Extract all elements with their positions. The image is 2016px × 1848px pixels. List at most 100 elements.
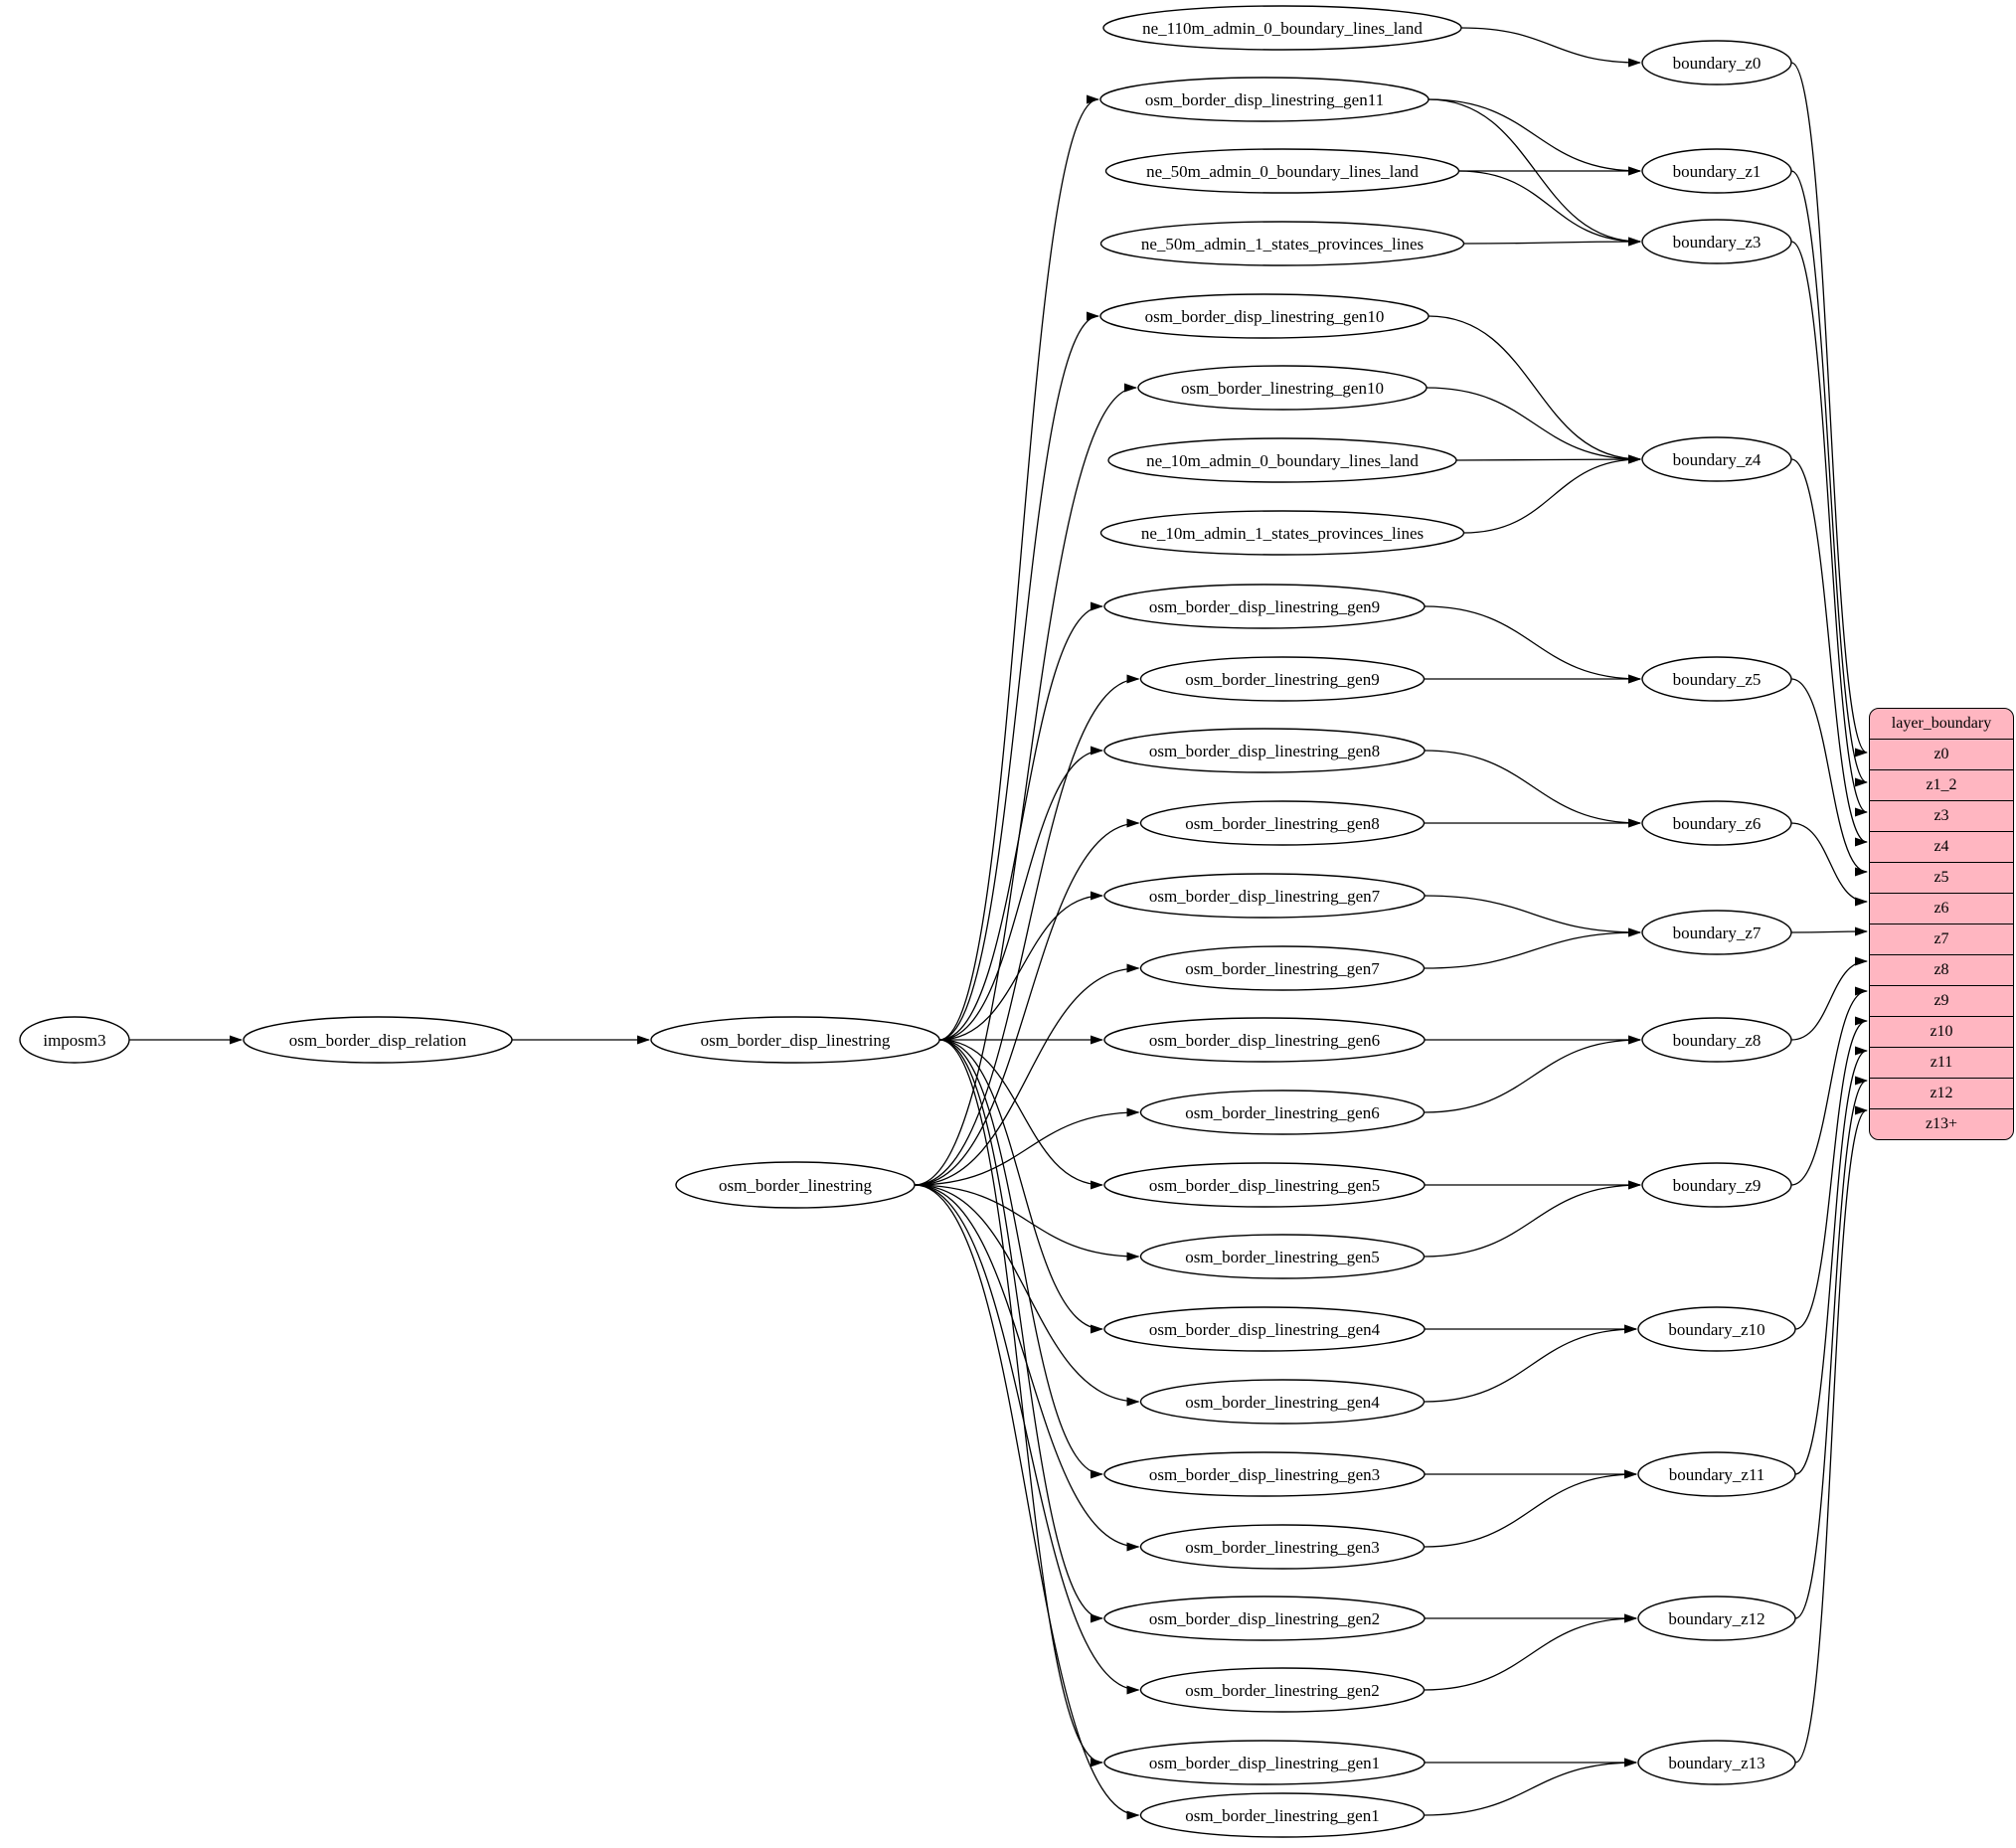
edge-osm_border_linestring_gen10-to-boundary_z4: [1426, 387, 1641, 464]
node-label-osm_border_linestring_gen5: osm_border_linestring_gen5: [1185, 1248, 1379, 1266]
node-label-osm_border_disp_linestring_gen9: osm_border_disp_linestring_gen9: [1149, 597, 1380, 616]
node-ellipse-osm_border_linestring_gen8: [1139, 800, 1426, 846]
layer-row-z3: z3: [1870, 800, 2013, 831]
edge-osm_border_disp_linestring_gen9-to-boundary_z5: [1424, 605, 1641, 684]
node-label-osm_border_disp_linestring_gen5: osm_border_disp_linestring_gen5: [1149, 1176, 1380, 1195]
node-ellipse-boundary_z1: [1641, 148, 1792, 194]
node-ellipse-osm_border_disp_linestring_gen5: [1103, 1162, 1426, 1208]
edge-osm_border_disp_linestring-to-osm_border_disp_linestring_gen7: [938, 891, 1103, 1041]
layer-row-z5: z5: [1870, 862, 2013, 893]
node-ellipse-boundary_z6: [1641, 800, 1792, 846]
node-ellipse-osm_border_disp_relation: [243, 1016, 513, 1064]
edge-osm_border_linestring_gen4-to-boundary_z10: [1424, 1324, 1637, 1403]
node-label-osm_border_linestring_gen10: osm_border_linestring_gen10: [1181, 379, 1384, 398]
node-osm_border_linestring: osm_border_linestring: [675, 1161, 916, 1209]
node-label-boundary_z13: boundary_z13: [1668, 1754, 1764, 1772]
node-osm_border_disp_linestring_gen5: osm_border_disp_linestring_gen5: [1103, 1162, 1426, 1208]
edge-osm_border_disp_linestring-to-osm_border_disp_linestring_gen4: [938, 1039, 1103, 1334]
node-boundary_z5: boundary_z5: [1641, 656, 1792, 702]
edge-osm_border_linestring-to-osm_border_linestring_gen9: [914, 674, 1140, 1186]
edge-boundary_z4-to-row-z4: [1790, 458, 1868, 847]
edge-osm_border_disp_linestring-to-osm_border_disp_linestring_gen10: [938, 311, 1099, 1041]
node-osm_border_linestring_gen2: osm_border_linestring_gen2: [1139, 1667, 1426, 1713]
node-label-boundary_z0: boundary_z0: [1673, 54, 1762, 73]
edge-osm_border_linestring_gen3-to-boundary_z11: [1424, 1469, 1637, 1548]
layer-row-z8: z8: [1870, 954, 2013, 985]
layer-row-z0: z0: [1870, 739, 2013, 769]
layer-row-z12: z12: [1870, 1078, 2013, 1108]
node-ellipse-osm_border_disp_linestring_gen11: [1099, 77, 1429, 122]
layer-row-z9: z9: [1870, 985, 2013, 1016]
edge-boundary_z1-to-row-z1_2: [1790, 170, 1868, 787]
edge-boundary_z12-to-row-z12: [1794, 1076, 1868, 1619]
node-osm_border_disp_linestring_gen6: osm_border_disp_linestring_gen6: [1103, 1017, 1426, 1063]
edge-osm_border_linestring_gen7-to-boundary_z7: [1424, 927, 1641, 969]
node-boundary_z12: boundary_z12: [1637, 1596, 1796, 1641]
node-boundary_z7: boundary_z7: [1641, 910, 1792, 955]
node-ellipse-osm_border_disp_linestring_gen3: [1103, 1451, 1426, 1497]
node-label-osm_border_disp_relation: osm_border_disp_relation: [289, 1031, 467, 1050]
edge-boundary_z11-to-row-z11: [1794, 1046, 1868, 1475]
node-osm_border_disp_linestring_gen3: osm_border_disp_linestring_gen3: [1103, 1451, 1426, 1497]
edge-osm_border_disp_linestring_gen10-to-boundary_z4: [1428, 315, 1641, 464]
edge-boundary_z9-to-row-z9: [1790, 986, 1868, 1186]
node-osm_border_linestring_gen8: osm_border_linestring_gen8: [1139, 800, 1426, 846]
node-ellipse-boundary_z13: [1637, 1740, 1796, 1785]
node-ne_10m_admin_0_boundary_lines_land: ne_10m_admin_0_boundary_lines_land: [1107, 437, 1457, 483]
node-ellipse-boundary_z7: [1641, 910, 1792, 955]
node-ellipse-osm_border_disp_linestring_gen2: [1103, 1596, 1426, 1641]
node-label-boundary_z11: boundary_z11: [1669, 1465, 1765, 1484]
edge-osm_border_linestring-to-osm_border_linestring_gen8: [914, 818, 1140, 1186]
edge-boundary_z8-to-row-z8: [1790, 956, 1868, 1041]
layer-row-z7: z7: [1870, 924, 2013, 954]
edge-osm_border_linestring-to-osm_border_linestring_gen2: [914, 1184, 1140, 1695]
node-label-osm_border_disp_linestring_gen8: osm_border_disp_linestring_gen8: [1149, 742, 1380, 760]
node-ellipse-osm_border_disp_linestring_gen6: [1103, 1017, 1426, 1063]
edge-ne_50m_admin_1_states_provinces_lines-to-boundary_z3: [1463, 237, 1641, 247]
node-ellipse-boundary_z8: [1641, 1017, 1792, 1063]
node-label-osm_border_disp_linestring_gen10: osm_border_disp_linestring_gen10: [1145, 307, 1385, 326]
edge-osm_border_linestring_gen2-to-boundary_z12: [1424, 1613, 1637, 1691]
node-osm_border_linestring_gen4: osm_border_linestring_gen4: [1139, 1379, 1426, 1425]
node-ellipse-osm_border_disp_linestring: [650, 1016, 940, 1064]
node-ellipse-boundary_z5: [1641, 656, 1792, 702]
node-ellipse-osm_border_linestring_gen5: [1139, 1234, 1426, 1279]
edge-osm_border_linestring_gen6-to-boundary_z8: [1424, 1035, 1641, 1113]
node-label-osm_border_linestring_gen9: osm_border_linestring_gen9: [1185, 670, 1379, 689]
layer-boundary-table: layer_boundary z0 z1_2 z3 z4 z5 z6 z7 z8…: [1869, 708, 2014, 1140]
edge-osm_border_linestring_gen5-to-boundary_z9: [1424, 1180, 1641, 1258]
edge-boundary_z3-to-row-z3: [1790, 241, 1868, 817]
node-ellipse-osm_border_linestring_gen4: [1139, 1379, 1426, 1425]
edge-boundary_z10-to-row-z10: [1794, 1016, 1868, 1330]
node-ne_50m_admin_0_boundary_lines_land: ne_50m_admin_0_boundary_lines_land: [1104, 148, 1460, 194]
node-label-boundary_z1: boundary_z1: [1673, 162, 1762, 181]
node-imposm3: imposm3: [19, 1016, 130, 1064]
node-osm_border_linestring_gen10: osm_border_linestring_gen10: [1137, 365, 1428, 411]
node-ellipse-ne_50m_admin_1_states_provinces_lines: [1099, 221, 1465, 266]
node-osm_border_linestring_gen1: osm_border_linestring_gen1: [1139, 1792, 1426, 1838]
node-osm_border_linestring_gen7: osm_border_linestring_gen7: [1139, 945, 1426, 991]
layer-row-z6: z6: [1870, 893, 2013, 924]
node-label-osm_border_disp_linestring_gen7: osm_border_disp_linestring_gen7: [1149, 887, 1381, 906]
edge-ne_10m_admin_1_states_provinces_lines-to-boundary_z4: [1463, 454, 1641, 534]
node-label-ne_10m_admin_1_states_provinces_lines: ne_10m_admin_1_states_provinces_lines: [1141, 524, 1424, 543]
node-ellipse-osm_border_disp_linestring_gen9: [1103, 584, 1426, 629]
edge-osm_border_linestring-to-osm_border_linestring_gen10: [914, 383, 1137, 1186]
node-ellipse-osm_border_linestring_gen7: [1139, 945, 1426, 991]
edge-osm_border_disp_linestring_gen8-to-boundary_z6: [1424, 750, 1641, 828]
edge-ne_10m_admin_0_boundary_lines_land-to-boundary_z4: [1455, 454, 1641, 464]
edge-osm_border_linestring_gen1-to-boundary_z13: [1424, 1758, 1637, 1816]
node-ellipse-osm_border_disp_linestring_gen1: [1103, 1740, 1426, 1785]
edges-layer: [128, 27, 1868, 1820]
node-label-boundary_z8: boundary_z8: [1673, 1031, 1762, 1050]
node-label-osm_border_disp_linestring_gen4: osm_border_disp_linestring_gen4: [1149, 1320, 1381, 1339]
node-boundary_z4: boundary_z4: [1641, 436, 1792, 482]
node-ellipse-ne_10m_admin_0_boundary_lines_land: [1107, 437, 1457, 483]
node-boundary_z3: boundary_z3: [1641, 219, 1792, 264]
node-boundary_z8: boundary_z8: [1641, 1017, 1792, 1063]
node-label-osm_border_linestring_gen3: osm_border_linestring_gen3: [1185, 1538, 1379, 1557]
node-ellipse-boundary_z12: [1637, 1596, 1796, 1641]
node-ellipse-boundary_z0: [1641, 40, 1792, 85]
edge-osm_border_disp_linestring-to-osm_border_disp_linestring_gen5: [938, 1039, 1103, 1190]
edge-osm_border_linestring-to-osm_border_linestring_gen3: [914, 1184, 1140, 1552]
